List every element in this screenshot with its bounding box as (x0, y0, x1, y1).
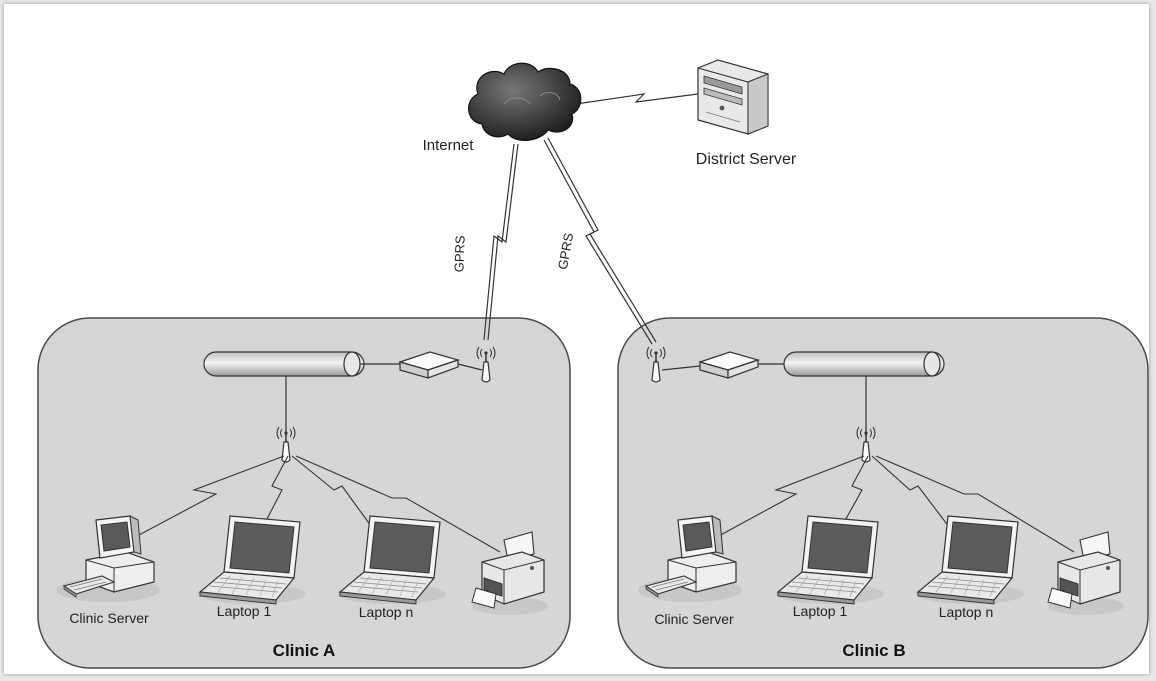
clinic-b: Clinic Server Laptop 1 Laptop n Clinic B (617, 317, 1149, 669)
gprs-label-b: GPRS (555, 231, 576, 270)
clinic-a-laptopn-label: Laptop n (359, 604, 414, 620)
clinic-b-laptopn-label: Laptop n (939, 604, 994, 620)
clinic-a-server-label: Clinic Server (69, 610, 149, 626)
network-diagram: Clinic Server Laptop 1 Laptop n Clinic A… (37, 59, 1149, 669)
district-server-icon (697, 59, 769, 135)
gprs-label-a: GPRS (451, 235, 467, 273)
clinic-a-network-backbone (203, 351, 365, 377)
clinic-b-background (617, 317, 1149, 669)
internet-cloud-icon (468, 62, 582, 141)
gprs-links (483, 93, 699, 345)
clinic-a-laptop1-label: Laptop 1 (217, 603, 272, 619)
clinic-b-wireless-links (703, 455, 1075, 553)
diagram-frame: Clinic Server Laptop 1 Laptop n Clinic A… (4, 4, 1149, 674)
clinic-b-laptop1-label: Laptop 1 (793, 603, 848, 619)
clinic-a-background (37, 317, 571, 669)
clinic-b-server-label: Clinic Server (654, 611, 734, 627)
district-server-label: District Server (696, 151, 797, 168)
clinic-a-wireless-links (121, 455, 501, 553)
clinic-a: Clinic Server Laptop 1 Laptop n Clinic A (37, 317, 571, 669)
internet-label: Internet (423, 137, 475, 154)
clinic-b-title: Clinic B (842, 641, 905, 660)
clinic-a-title: Clinic A (273, 641, 336, 660)
clinic-b-network-backbone (783, 351, 945, 377)
